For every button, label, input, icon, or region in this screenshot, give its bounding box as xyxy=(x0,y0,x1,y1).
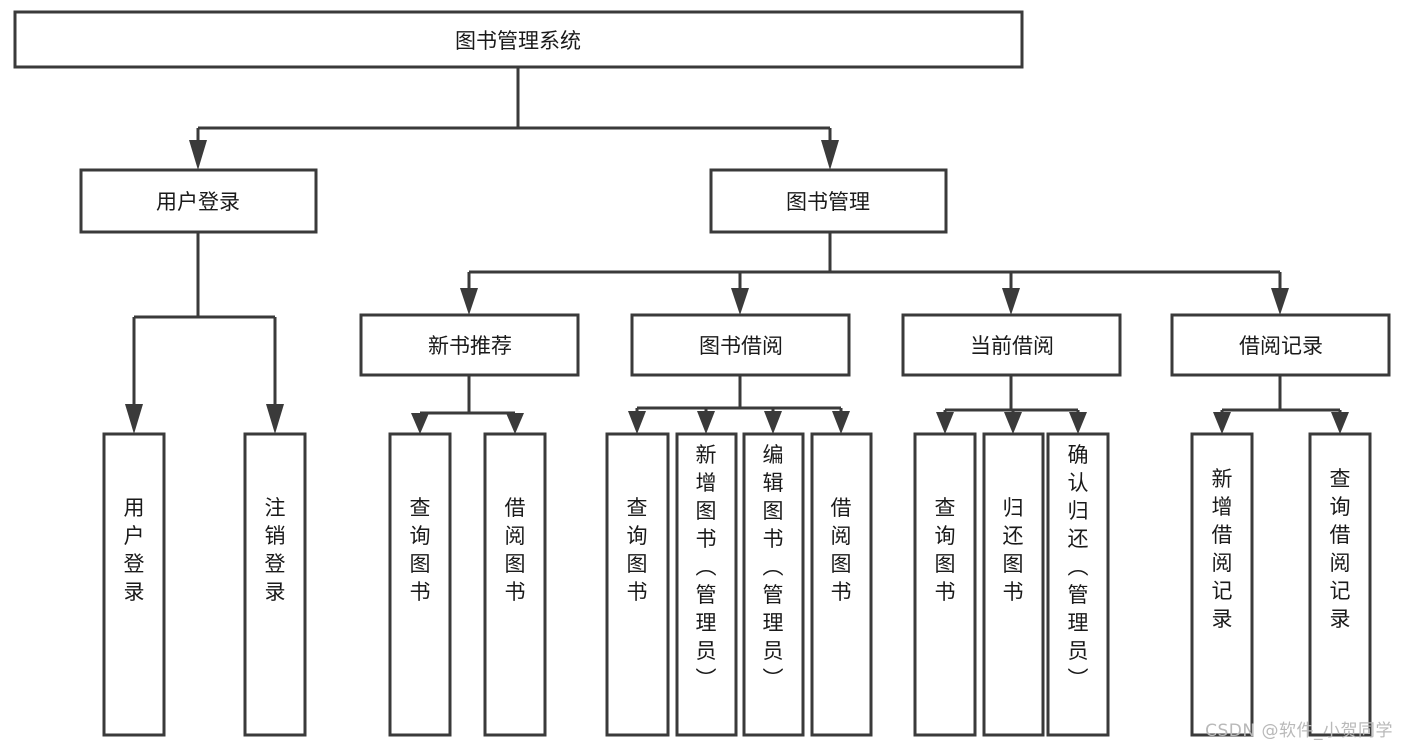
node-leaf-return-book-box[interactable] xyxy=(982,432,1045,737)
node-current-borrow-label: 当前借阅 xyxy=(970,334,1054,358)
node-book-borrow-box[interactable] xyxy=(630,313,851,377)
node-borrow-record-label: 借阅记录 xyxy=(1239,334,1323,358)
node-leaf-edit-book[interactable]: 编辑图书︵管理员︶ xyxy=(742,432,805,737)
node-leaf-add-record-label: 新增借阅记录 xyxy=(1212,467,1233,631)
arrow-to-leaf-add-record xyxy=(1213,412,1231,434)
arrow-to-leaf-confirm-return xyxy=(1069,412,1087,434)
arrow-to-leaf-query-book-2 xyxy=(628,411,646,434)
node-leaf-borrow-book-2[interactable]: 借阅图书 xyxy=(810,432,873,737)
arrow-to-user-login xyxy=(189,140,207,170)
node-leaf-user-login[interactable]: 用户登录 xyxy=(102,432,166,737)
node-leaf-confirm-return-label: 确认归还︵管理员︶ xyxy=(1068,443,1089,691)
node-root-label: 图书管理系统 xyxy=(455,29,581,53)
arrow-to-leaf-edit-book xyxy=(764,411,782,434)
node-leaf-logout-box[interactable] xyxy=(243,432,307,737)
connectors-group xyxy=(125,67,1349,434)
arrow-to-borrow-record xyxy=(1271,288,1289,315)
node-user-login-label: 用户登录 xyxy=(156,190,240,214)
node-leaf-edit-book-box[interactable] xyxy=(742,432,805,737)
node-new-book-rec-label: 新书推荐 xyxy=(428,334,512,358)
node-leaf-query-record[interactable]: 查询借阅记录 xyxy=(1308,432,1372,737)
node-leaf-query-book-1[interactable]: 查询图书 xyxy=(388,432,452,737)
node-leaf-query-book-3[interactable]: 查询图书 xyxy=(913,432,977,737)
node-leaf-query-book-2[interactable]: 查询图书 xyxy=(605,432,670,737)
node-book-manage[interactable]: 图书管理 xyxy=(709,168,948,234)
node-root-box[interactable] xyxy=(13,10,1024,69)
node-current-borrow-box[interactable] xyxy=(901,313,1122,377)
node-leaf-query-record-label: 查询借阅记录 xyxy=(1330,467,1351,631)
arrow-to-new-book-rec xyxy=(460,288,478,315)
node-new-book-rec[interactable]: 新书推荐 xyxy=(359,313,580,377)
arrow-to-leaf-borrow-book-1 xyxy=(506,413,524,434)
node-leaf-logout[interactable]: 注销登录 xyxy=(243,432,307,737)
node-new-book-rec-box[interactable] xyxy=(359,313,580,377)
node-leaf-edit-book-label: 编辑图书︵管理员︶ xyxy=(763,443,784,691)
arrow-to-leaf-logout xyxy=(266,404,284,434)
node-leaf-add-book-box[interactable] xyxy=(675,432,738,737)
arrow-to-leaf-user-login xyxy=(125,404,143,434)
node-leaf-query-book-1-label: 查询图书 xyxy=(410,496,431,604)
node-leaf-borrow-book-1-label: 借阅图书 xyxy=(505,496,526,604)
node-leaf-user-login-label: 用户登录 xyxy=(124,496,145,604)
arrow-to-book-borrow xyxy=(731,288,749,315)
node-leaf-query-book-1-box[interactable] xyxy=(388,432,452,737)
node-current-borrow[interactable]: 当前借阅 xyxy=(901,313,1122,377)
node-leaf-query-record-box[interactable] xyxy=(1308,432,1372,737)
node-leaf-add-book[interactable]: 新增图书︵管理员︶ xyxy=(675,432,738,737)
node-leaf-query-book-2-label: 查询图书 xyxy=(627,496,648,604)
arrow-to-leaf-borrow-book-2 xyxy=(832,411,850,434)
node-leaf-borrow-book-2-label: 借阅图书 xyxy=(831,496,852,604)
node-leaf-add-book-label: 新增图书︵管理员︶ xyxy=(696,443,717,691)
node-leaf-confirm-return[interactable]: 确认归还︵管理员︶ xyxy=(1046,432,1110,737)
node-book-manage-box[interactable] xyxy=(709,168,948,234)
node-book-borrow[interactable]: 图书借阅 xyxy=(630,313,851,377)
arrow-to-leaf-return-book xyxy=(1004,412,1022,434)
node-leaf-return-book[interactable]: 归还图书 xyxy=(982,432,1045,737)
node-leaf-borrow-book-1[interactable]: 借阅图书 xyxy=(483,432,547,737)
node-leaf-borrow-book-2-box[interactable] xyxy=(810,432,873,737)
node-leaf-user-login-box[interactable] xyxy=(102,432,166,737)
node-leaf-query-book-2-box[interactable] xyxy=(605,432,670,737)
node-leaf-query-book-3-box[interactable] xyxy=(913,432,977,737)
csdn-watermark: CSDN @软件_小贺同学 xyxy=(1205,721,1393,741)
arrow-to-leaf-query-book-3 xyxy=(936,412,954,434)
node-user-login-box[interactable] xyxy=(79,168,318,234)
node-root[interactable]: 图书管理系统 xyxy=(13,10,1024,69)
node-book-manage-label: 图书管理 xyxy=(786,190,870,214)
node-leaf-confirm-return-box[interactable] xyxy=(1046,432,1110,737)
node-leaf-add-record[interactable]: 新增借阅记录 xyxy=(1190,432,1254,737)
arrow-to-leaf-query-book-1 xyxy=(411,413,429,434)
arrow-to-book-manage xyxy=(821,140,839,170)
node-book-borrow-label: 图书借阅 xyxy=(699,334,783,358)
arrow-to-leaf-add-book xyxy=(697,411,715,434)
node-borrow-record[interactable]: 借阅记录 xyxy=(1170,313,1391,377)
node-user-login[interactable]: 用户登录 xyxy=(79,168,318,234)
node-leaf-logout-label: 注销登录 xyxy=(265,496,286,604)
node-leaf-add-record-box[interactable] xyxy=(1190,432,1254,737)
node-borrow-record-box[interactable] xyxy=(1170,313,1391,377)
node-leaf-return-book-label: 归还图书 xyxy=(1003,496,1024,604)
node-leaf-borrow-book-1-box[interactable] xyxy=(483,432,547,737)
arrow-to-current-borrow xyxy=(1002,288,1020,315)
node-leaf-query-book-3-label: 查询图书 xyxy=(935,496,956,604)
arrow-to-leaf-query-record xyxy=(1331,412,1349,434)
